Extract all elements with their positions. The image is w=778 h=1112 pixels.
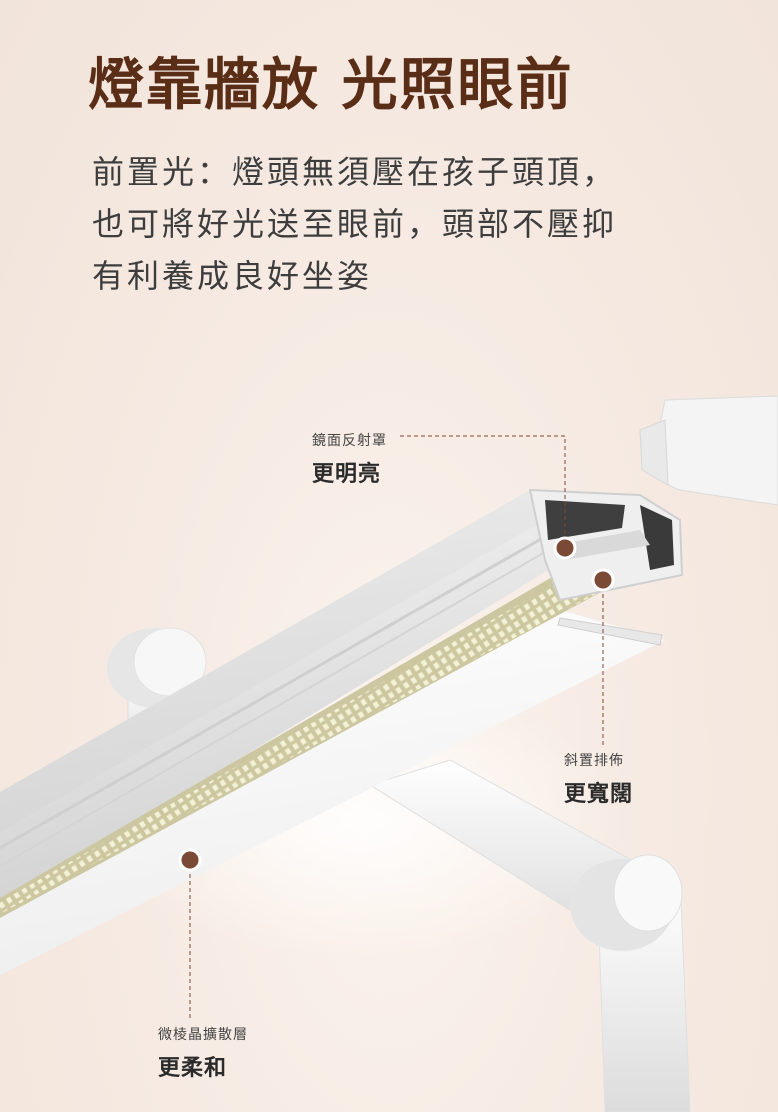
- callout-diffuser: 微棱晶擴散層 更柔和: [158, 1024, 248, 1082]
- callout-led-layout-sub: 斜置排佈: [564, 753, 624, 769]
- callout-leaders: [189, 435, 604, 1018]
- callout-reflector-main: 更明亮: [312, 462, 382, 487]
- description-block: 前置光：燈頭無須壓在孩子頭頂， 也可將好光送至眼前，頭部不壓抑 有利養成良好坐姿: [92, 146, 732, 302]
- marker-reflector: [553, 536, 577, 560]
- lamp-end-cap: [639, 395, 778, 506]
- marker-led-layout: [591, 568, 615, 592]
- description-line-1: 前置光：燈頭無須壓在孩子頭頂，: [92, 153, 618, 191]
- description-line-2: 也可將好光送至眼前，頭部不壓抑: [92, 205, 618, 243]
- marker-diffuser: [178, 848, 202, 872]
- callout-reflector-sub: 鏡面反射罩: [312, 433, 387, 449]
- description-line-3: 有利養成良好坐姿: [92, 257, 373, 295]
- callout-led-layout: 斜置排佈 更寬闊: [564, 750, 633, 808]
- page-title: 燈靠牆放 光照眼前: [88, 53, 574, 118]
- callout-diffuser-sub: 微棱晶擴散層: [158, 1027, 248, 1043]
- lamp-bar: [0, 488, 684, 975]
- callout-markers: [178, 536, 615, 872]
- callout-led-layout-main: 更寬闊: [564, 782, 634, 807]
- lamp-arm-right: [368, 759, 691, 1112]
- callout-diffuser-main: 更柔和: [158, 1056, 228, 1081]
- callout-reflector: 鏡面反射罩 更明亮: [312, 430, 387, 488]
